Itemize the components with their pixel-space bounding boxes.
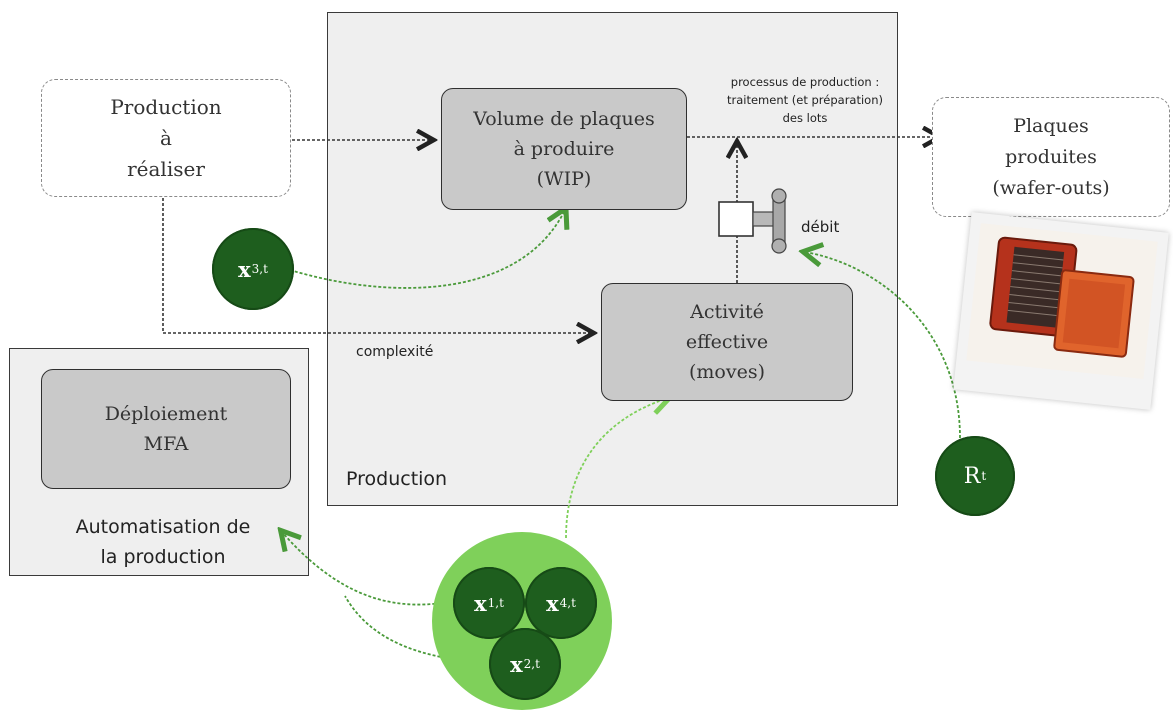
arrow-production-to-activity xyxy=(162,198,592,333)
arrow-x3-to-wip xyxy=(289,210,565,289)
automation-panel-label: Automatisation de la production xyxy=(75,516,251,568)
arrow-x1-to-automation xyxy=(282,532,461,606)
wafer-carrier-photo xyxy=(953,212,1169,410)
process-label: processus de production : traitement (et… xyxy=(726,75,883,125)
production-panel-label: Production xyxy=(346,468,448,490)
flow-rate-label: débit xyxy=(801,218,840,236)
mfa-deployment-box: Déploiement MFA xyxy=(41,369,291,489)
wip-volume-box: Volume de plaques à produire (WIP) xyxy=(441,88,687,210)
arrow-rt-to-valve xyxy=(805,252,961,439)
produced-wafers-box: Plaques produites (wafer-outs) xyxy=(932,97,1170,217)
complexity-label: complexité xyxy=(356,344,434,360)
production-to-realize-box: Production à réaliser xyxy=(41,79,291,197)
arrow-cluster-to-activity xyxy=(565,398,668,539)
actual-activity-box: Activité effective (moves) xyxy=(601,283,853,401)
valve-icon xyxy=(717,188,799,258)
